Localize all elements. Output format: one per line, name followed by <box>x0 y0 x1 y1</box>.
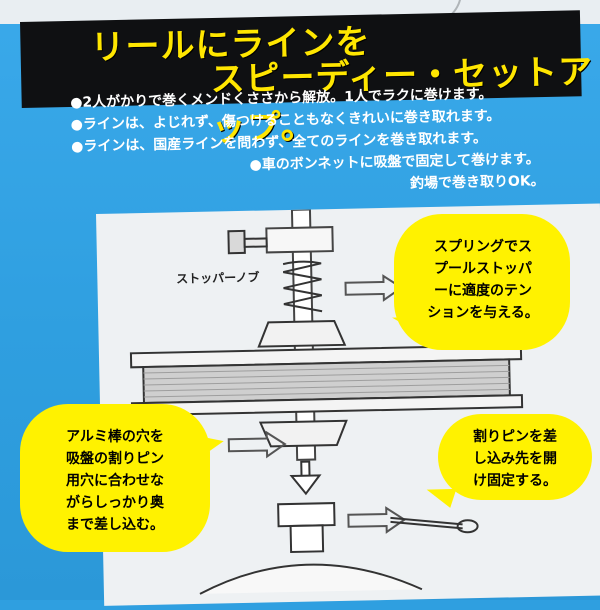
spool-icon <box>129 344 524 417</box>
down-arrow-icon <box>289 460 322 496</box>
callout-spring-line: プールストッパ <box>434 261 532 277</box>
callout-rod-line: 吸盤の割りピン <box>66 451 164 467</box>
callout-rod-line: アルミ棒の穴を <box>66 429 164 445</box>
diagram-illustration <box>129 208 524 595</box>
callout-spring-line: ーに適度のテン <box>434 283 532 299</box>
callout-pin-line: け固定する。 <box>473 473 557 489</box>
callout-pin-line: 割りピンを差 <box>473 429 557 445</box>
upper-stopper <box>257 320 347 348</box>
callout-rod-line: 用穴に合わせな <box>66 473 164 489</box>
callout-spring: スプリングでス プールストッパ ーに適度のテン ションを与える。 <box>394 214 570 350</box>
spring-icon <box>282 260 323 313</box>
callout-pin: 割りピンを差 し込み先を開 け固定する。 <box>438 414 592 500</box>
stopper-knob-label: ストッパーノブ <box>176 270 260 286</box>
stopper-knob-icon <box>227 229 268 255</box>
diagram-panel <box>96 203 600 606</box>
lower-stopper <box>258 419 348 448</box>
callout-rod-line: がらしっかり奥 <box>66 495 164 511</box>
pointer-arrow-icon <box>227 430 287 459</box>
split-pin-icon <box>390 516 479 534</box>
callout-spring-line: ションを与える。 <box>427 305 539 321</box>
feature-bullets: ●2人がかりで巻くメンドくささから解放。1人でラクに巻けます。 ●ラインは、よじ… <box>70 81 592 202</box>
callout-rod-line: まで差し込む。 <box>66 517 164 533</box>
suction-cup-icon <box>199 502 423 595</box>
callout-spring-line: スプリングでス <box>434 239 532 255</box>
pointer-arrow-icon <box>344 274 404 302</box>
pointer-arrow-icon <box>347 506 407 534</box>
callout-pin-line: し込み先を開 <box>473 451 557 467</box>
top-collar <box>265 226 334 254</box>
callout-rod: アルミ棒の穴を 吸盤の割りピン 用穴に合わせな がらしっかり奥 まで差し込む。 <box>20 404 210 552</box>
